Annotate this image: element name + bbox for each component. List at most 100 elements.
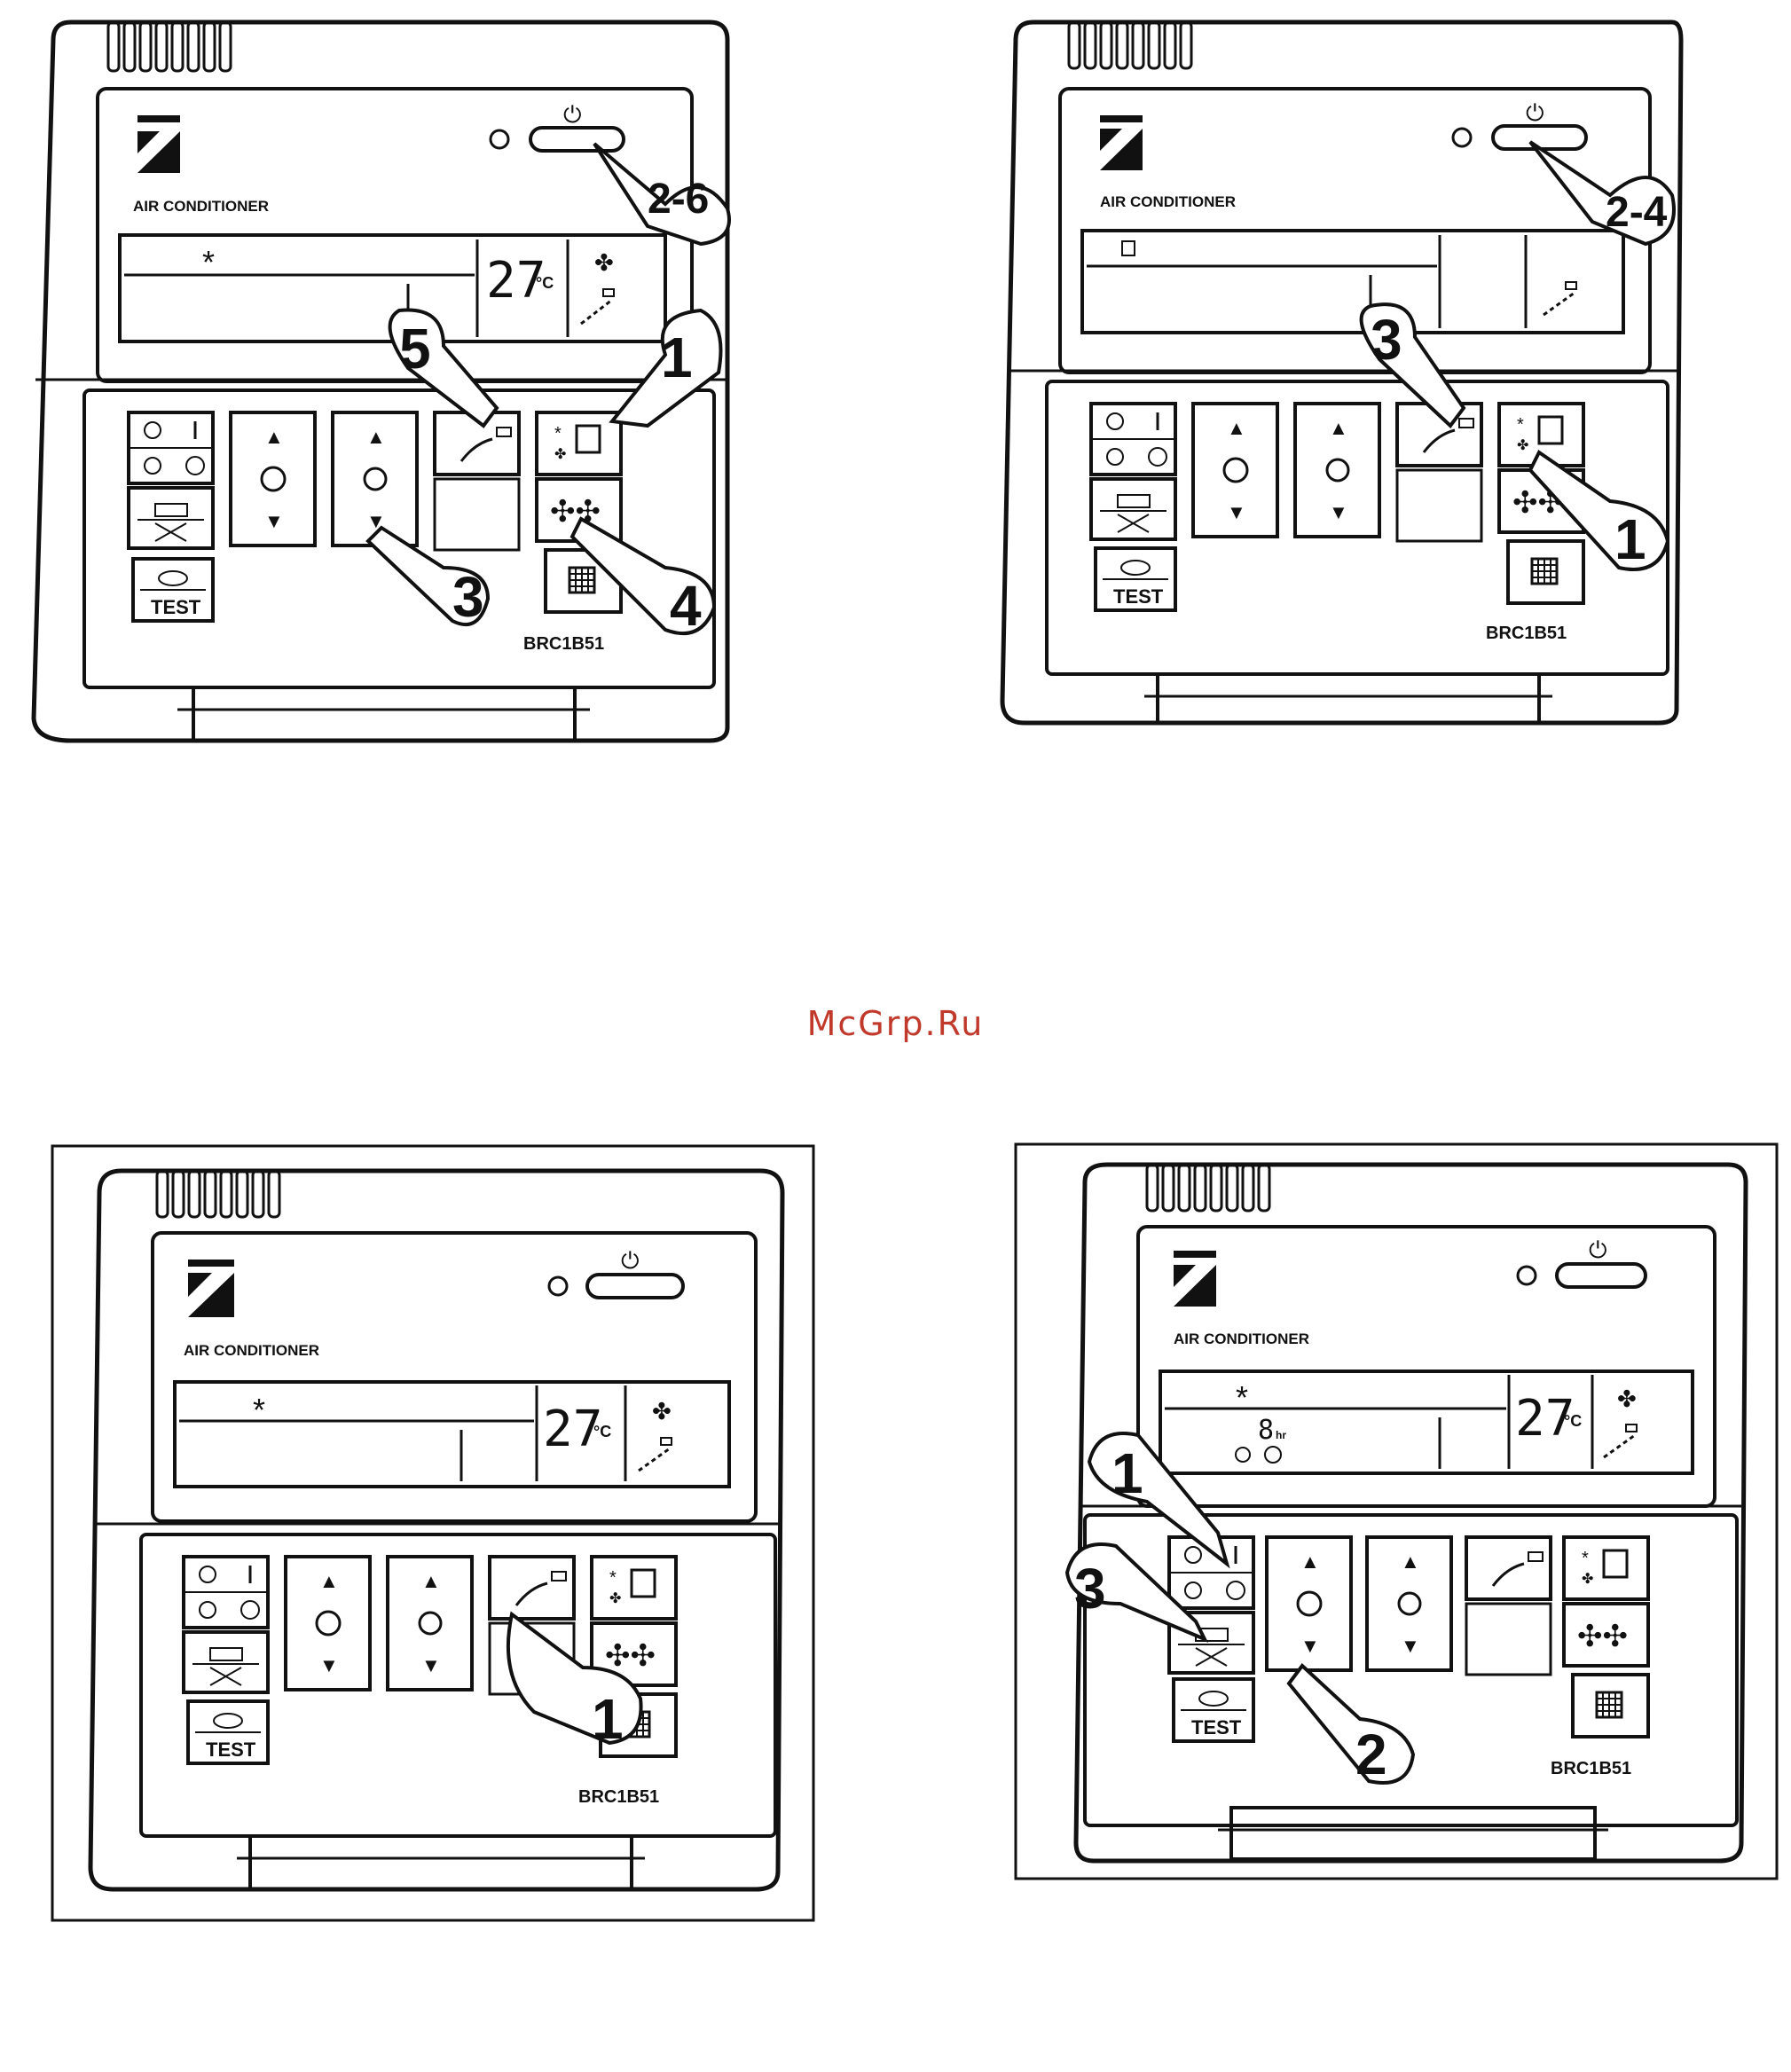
callout-step: 2-6	[648, 176, 709, 223]
thermometer-icon	[365, 468, 386, 490]
power-button[interactable]	[1557, 1264, 1646, 1287]
louver-icon	[516, 1583, 547, 1605]
model-label: BRC1B51	[523, 634, 604, 654]
model-label: BRC1B51	[578, 1787, 659, 1807]
louver-icon	[461, 439, 492, 461]
daikin-logo-icon	[137, 115, 180, 173]
up-arrow-icon: ▲	[1329, 417, 1348, 439]
callout-step: 5	[399, 317, 431, 381]
timer-hours-display: 8	[1258, 1415, 1274, 1446]
figure-top-right: AIR CONDITIONER ⏻ TEST ▲ ▼ ▲ ▼ * ✤ ✣✣ BR…	[998, 18, 1699, 736]
remote-controller-illustration: AIR CONDITIONER ⏻ * 27 °C ✤ TEST ▲ ▼ ▲ ▼…	[51, 1144, 818, 1925]
power-button[interactable]	[587, 1275, 683, 1298]
daikin-logo-icon	[1100, 115, 1143, 170]
temp-unit-label: °C	[593, 1423, 611, 1440]
down-arrow-icon: ▼	[264, 510, 284, 532]
callout-step: 1	[592, 1687, 624, 1751]
vent-slots-icon	[108, 22, 231, 71]
lcd-display	[1082, 231, 1623, 333]
down-arrow-icon: ▼	[421, 1654, 441, 1676]
svg-text:*: *	[1517, 415, 1524, 435]
louver-display-icon	[639, 1448, 670, 1471]
svg-text:✤: ✤	[1517, 438, 1528, 453]
fan-speed-icon: ✤	[594, 249, 614, 276]
model-label: BRC1B51	[1486, 624, 1567, 643]
down-arrow-icon: ▼	[1329, 501, 1348, 523]
louver-display-icon	[1604, 1435, 1635, 1457]
down-arrow-icon: ▼	[319, 1654, 339, 1676]
louver-display-icon	[581, 300, 612, 324]
brand-text: AIR CONDITIONER	[184, 1342, 319, 1359]
clock-icon	[1298, 1592, 1321, 1615]
brand-text: AIR CONDITIONER	[133, 198, 269, 215]
timer-off-icon	[1236, 1448, 1250, 1462]
callout-step: 1	[661, 326, 693, 389]
timer-on-icon	[145, 422, 161, 438]
daikin-logo-icon	[188, 1260, 234, 1317]
remote-controller-illustration: AIR CONDITIONER ⏻ * 8 hr 27 °C ✤ TEST ▲ …	[1014, 1142, 1781, 1883]
up-arrow-icon: ▲	[366, 426, 386, 448]
power-icon: ⏻	[563, 101, 582, 128]
operation-mode-button[interactable]	[1564, 1537, 1648, 1599]
clock-icon	[262, 467, 285, 491]
callout-step: 2-4	[1606, 189, 1668, 236]
cooling-mode-indicator: *	[202, 244, 215, 280]
airflow-direction-button[interactable]	[1466, 1537, 1551, 1599]
vent-slots-icon	[1147, 1165, 1269, 1211]
clock-icon	[317, 1612, 340, 1635]
timer-on-off-button[interactable]	[184, 1632, 268, 1692]
inspection-icon	[214, 1714, 242, 1728]
thermometer-icon	[1399, 1593, 1420, 1614]
test-label: TEST	[151, 596, 201, 618]
power-button[interactable]	[1493, 126, 1586, 149]
up-arrow-icon: ▲	[264, 426, 284, 448]
louver-icon	[1493, 1564, 1524, 1586]
clock-icon	[1224, 459, 1247, 482]
timer-off-icon	[145, 458, 161, 474]
watermark-text: McGrp.Ru	[0, 1004, 1791, 1043]
callout-step: 3	[1074, 1557, 1106, 1621]
vent-slots-icon	[1069, 22, 1191, 68]
daikin-logo-icon	[1174, 1251, 1216, 1307]
cooling-mode-indicator: *	[253, 1392, 265, 1428]
operation-lamp	[1518, 1267, 1536, 1284]
remote-controller-illustration: AIR CONDITIONER ⏻ * 27 °C ✤ TEST ▲ ▼ ▲ ▼…	[27, 18, 736, 754]
timer-on-icon	[200, 1566, 216, 1582]
timer-on-off-button[interactable]	[1091, 479, 1175, 539]
fan-icon: ✣✣	[1577, 1620, 1628, 1653]
up-arrow-icon: ▲	[1227, 417, 1246, 439]
callout-step: 1	[1112, 1441, 1143, 1505]
timer-on-off-button[interactable]	[129, 488, 213, 548]
temp-unit-label: °C	[1564, 1412, 1582, 1430]
timer-off-icon	[200, 1602, 216, 1618]
fan-mode-indicator	[1122, 241, 1135, 255]
down-arrow-icon: ▼	[1227, 501, 1246, 523]
thermometer-icon	[1327, 459, 1348, 481]
test-label: TEST	[206, 1738, 256, 1761]
power-icon: ⏻	[621, 1247, 640, 1274]
up-arrow-icon: ▲	[421, 1570, 441, 1592]
figure-top-left: AIR CONDITIONER ⏻ * 27 °C ✤ TEST ▲ ▼ ▲ ▼…	[27, 18, 736, 754]
test-label: TEST	[1191, 1716, 1242, 1738]
operation-lamp	[491, 130, 508, 148]
hour-unit-label: hr	[1276, 1429, 1286, 1441]
inspection-icon	[159, 571, 187, 585]
svg-text:✤: ✤	[554, 447, 566, 462]
fan-icon: ✣✣	[605, 1639, 656, 1673]
operation-mode-button[interactable]	[537, 412, 621, 475]
fan-speed-icon: ✤	[1617, 1385, 1637, 1412]
timer-off-icon	[1107, 449, 1123, 465]
svg-text:*: *	[609, 1568, 617, 1588]
inspection-icon	[1199, 1691, 1228, 1706]
power-button[interactable]	[530, 128, 624, 151]
power-icon: ⏻	[1589, 1236, 1607, 1263]
svg-text:*: *	[1582, 1549, 1589, 1568]
down-arrow-icon: ▼	[1401, 1635, 1420, 1657]
power-icon: ⏻	[1526, 99, 1544, 126]
airflow-direction-button[interactable]	[490, 1557, 574, 1619]
timer-on-icon	[1185, 1547, 1201, 1563]
svg-text:✤: ✤	[1582, 1572, 1593, 1587]
operation-mode-button[interactable]	[592, 1557, 676, 1619]
callout-step: 1	[1614, 507, 1646, 571]
test-label: TEST	[1113, 585, 1164, 608]
